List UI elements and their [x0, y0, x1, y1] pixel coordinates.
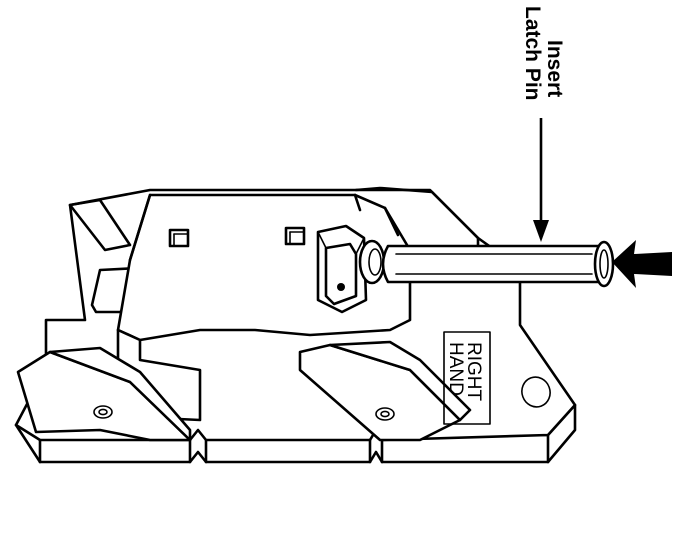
callout-line-1: Insert — [543, 40, 566, 97]
right-ear-flange — [298, 340, 472, 442]
callout-label: Insert Latch Pin — [521, 6, 566, 101]
stamp-line-2: HAND — [445, 342, 466, 396]
latch-bolt — [316, 224, 368, 314]
latch-pin — [381, 240, 615, 288]
pin-hole — [358, 239, 386, 285]
push-arrow-icon — [612, 240, 672, 288]
stamp-line-1: RIGHT — [463, 342, 484, 402]
right-hand-stamp: RIGHT HAND — [443, 331, 491, 425]
callout-line-2: Latch Pin — [521, 6, 544, 101]
callout-arrow-icon — [533, 118, 549, 242]
left-ear-flange — [16, 346, 192, 442]
